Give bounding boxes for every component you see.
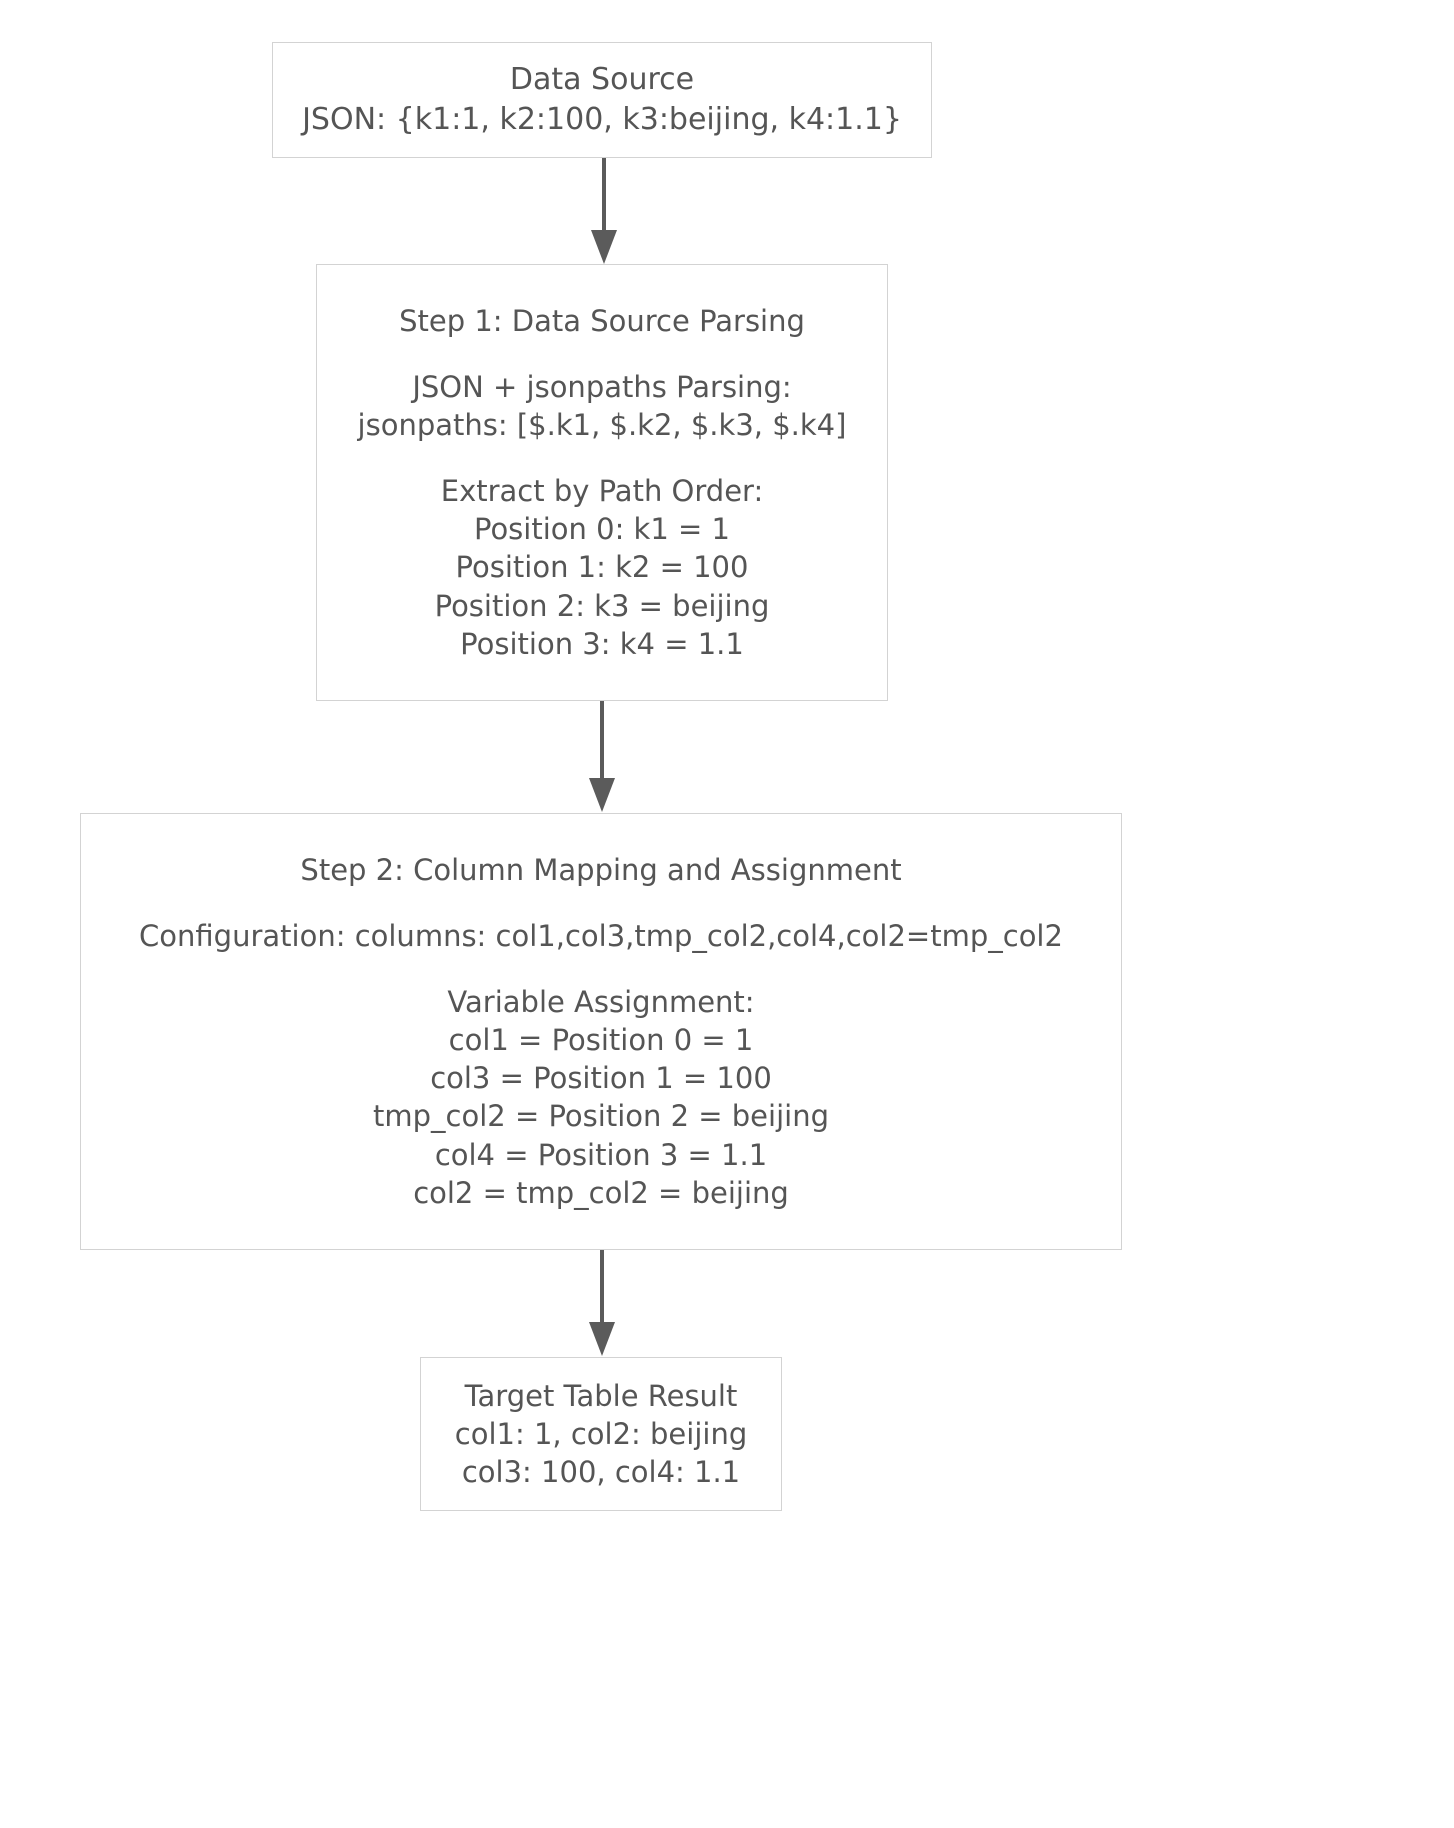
node-step2-line-5: col1 = Position 0 = 1 [448, 1022, 754, 1057]
node-step1-line-8: Position 2: k3 = beijing [434, 588, 770, 623]
edge-source-to-step1 [586, 158, 622, 266]
node-step2-line-8: col4 = Position 3 = 1.1 [434, 1137, 768, 1172]
node-target-table-result[interactable]: Target Table Result col1: 1, col2: beiji… [420, 1357, 782, 1511]
node-data-source[interactable]: Data Source JSON: {k1:1, k2:100, k3:beij… [272, 42, 932, 158]
edge-step1-to-step2 [584, 701, 620, 814]
node-step1-line-0: Step 1: Data Source Parsing [399, 303, 805, 338]
node-data-source-line-1: JSON: {k1:1, k2:100, k3:beijing, k4:1.1} [302, 102, 902, 137]
node-step2-line-2: Configuration: columns: col1,col3,tmp_co… [139, 918, 1063, 953]
node-step2-line-9: col2 = tmp_col2 = beijing [413, 1175, 789, 1210]
node-step2-line-7: tmp_col2 = Position 2 = beijing [373, 1099, 829, 1134]
node-step2-line-4: Variable Assignment: [447, 984, 755, 1019]
node-data-source-line-0: Data Source [509, 62, 695, 98]
node-step1-line-7: Position 1: k2 = 100 [455, 550, 749, 585]
node-step2-line-0: Step 2: Column Mapping and Assignment [300, 852, 902, 887]
node-step2-line-6: col3 = Position 1 = 100 [430, 1061, 772, 1096]
node-step1-line-2: JSON + jsonpaths Parsing: [412, 369, 792, 404]
node-result-line-1: col1: 1, col2: beijing [454, 1416, 748, 1451]
node-step1-line-9: Position 3: k4 = 1.1 [460, 626, 744, 661]
node-result-line-2: col3: 100, col4: 1.1 [461, 1455, 741, 1490]
node-step1-line-3: jsonpaths: [$.k1, $.k2, $.k3, $.k4] [357, 407, 847, 442]
node-step1-line-6: Position 0: k1 = 1 [473, 512, 730, 547]
node-result-line-0: Target Table Result [464, 1378, 738, 1413]
node-step1-line-5: Extract by Path Order: [440, 473, 764, 508]
node-step-2-column-mapping-and-assignment[interactable]: Step 2: Column Mapping and Assignment Co… [80, 813, 1122, 1250]
node-step-1-data-source-parsing[interactable]: Step 1: Data Source Parsing JSON + jsonp… [316, 264, 888, 701]
edge-step2-to-result [584, 1250, 620, 1358]
